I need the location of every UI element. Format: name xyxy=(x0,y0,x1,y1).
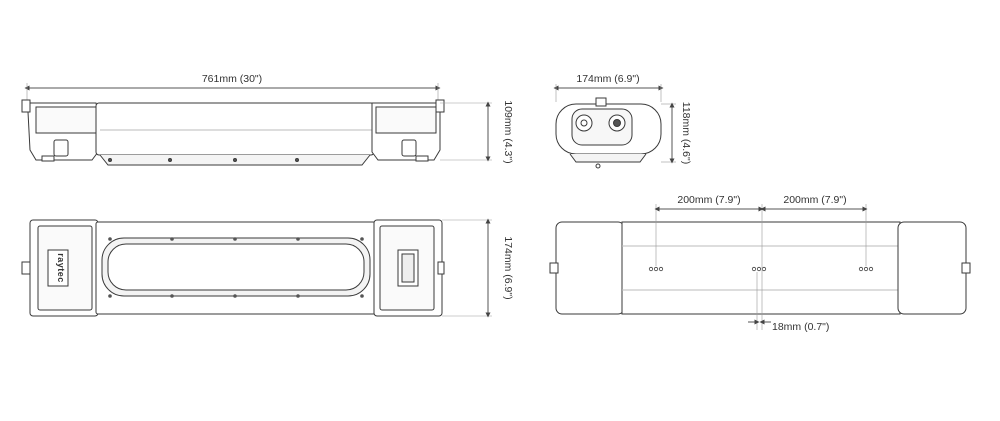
rear-spacing-left-label: 200mm (7.9") xyxy=(677,194,740,206)
front-view xyxy=(21,218,492,318)
side-view xyxy=(21,83,492,166)
rear-view xyxy=(549,204,971,330)
rear-left-endcap xyxy=(555,221,625,315)
end-view xyxy=(553,84,676,169)
rear-right-endcap xyxy=(897,221,967,315)
end-height-label: 118mm (4.6") xyxy=(680,102,692,164)
length-label: 761mm (30") xyxy=(202,73,262,85)
side-body xyxy=(95,102,375,156)
end-width-label: 174mm (6.9") xyxy=(576,73,639,85)
rear-body xyxy=(621,221,901,315)
depth-label: 174mm (6.9") xyxy=(502,236,514,299)
rear-spacing-right-label: 200mm (7.9") xyxy=(783,194,846,206)
height-label: 109mm (4.3") xyxy=(502,100,514,163)
rear-pitch-label: 18mm (0.7") xyxy=(772,321,829,333)
brand-logo: raytec xyxy=(56,253,66,283)
